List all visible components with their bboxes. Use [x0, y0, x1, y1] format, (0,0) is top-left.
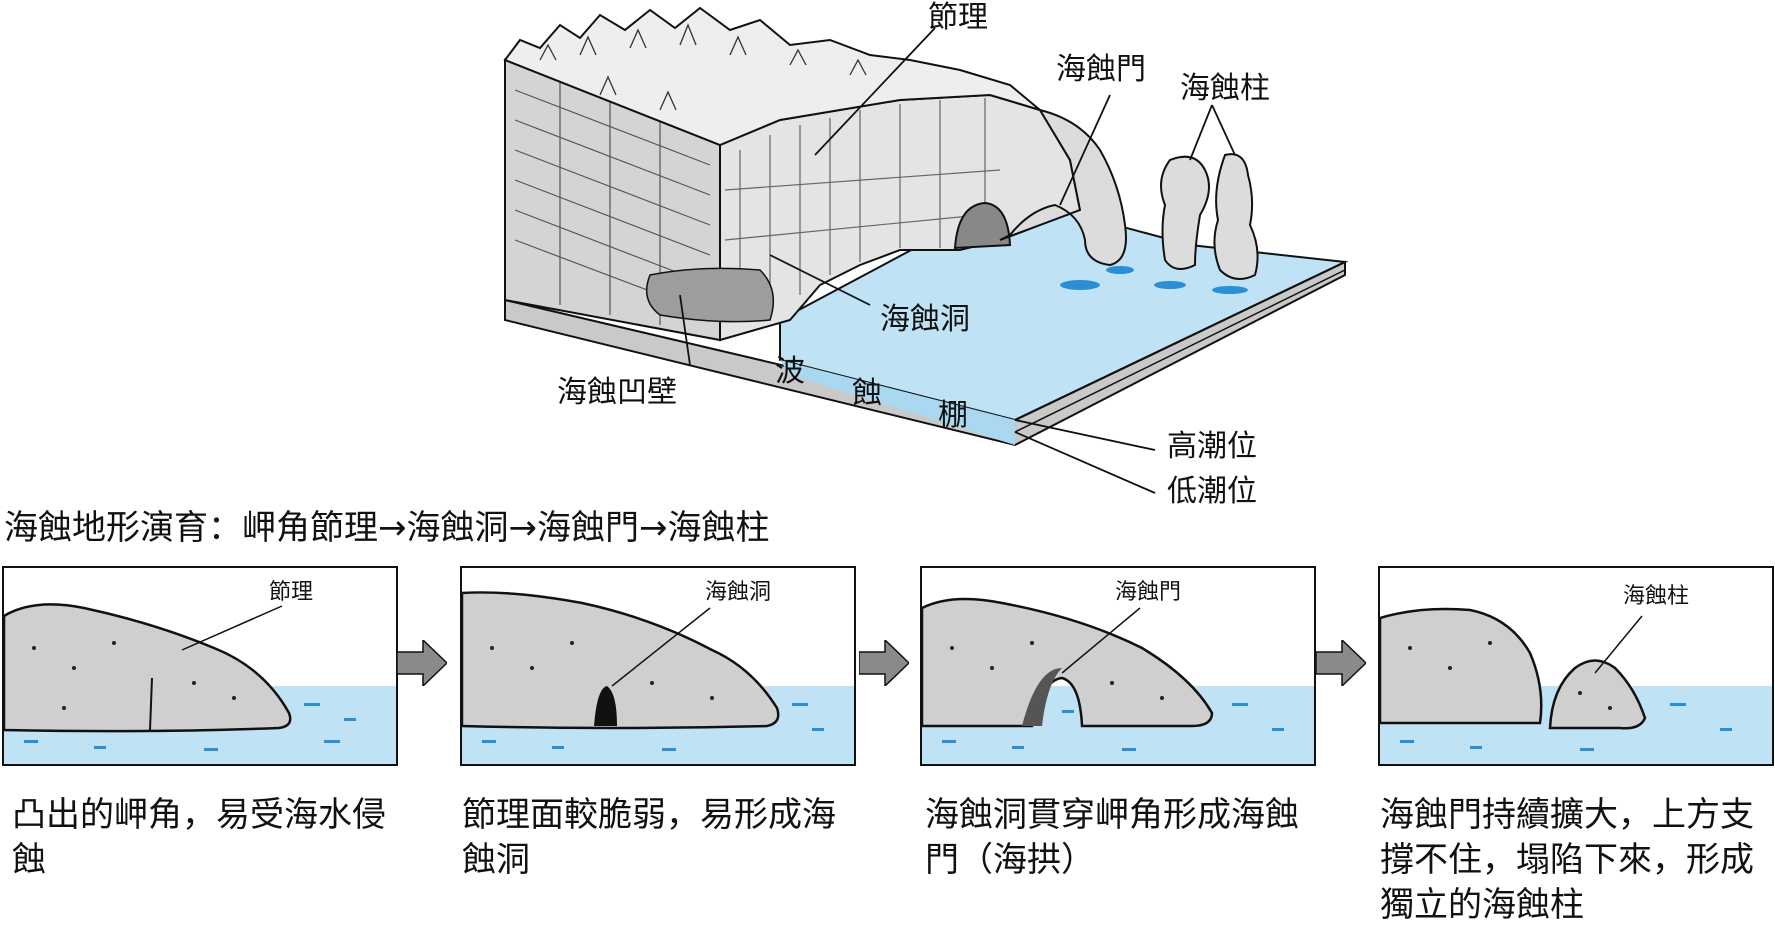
panel-sea-stack: 海蝕柱 — [1378, 566, 1774, 766]
label-platform-1: 波 — [775, 354, 805, 389]
label-joint: 節理 — [928, 0, 988, 35]
panel-sea-stack-label: 海蝕柱 — [1623, 584, 1690, 609]
label-notch: 海蝕凹壁 — [557, 375, 677, 410]
caption-2: 節理面較脆弱，易形成海蝕洞 — [462, 795, 836, 880]
panel-joint-label: 節理 — [269, 580, 314, 605]
panel-sea-cave: 海蝕洞 — [460, 566, 856, 766]
label-platform-2: 蝕 — [852, 376, 882, 411]
caption-3: 海蝕洞貫穿岬角形成海蝕門（海拱） — [925, 795, 1299, 880]
coastal-block-diagram: 節理 海蝕門 海蝕柱 海蝕洞 海蝕凹壁 波 蝕 棚 高潮位 低潮位 — [503, 0, 1349, 507]
arrow-1 — [397, 640, 447, 686]
caption-1: 凸出的岬角，易受海水侵蝕 — [12, 795, 386, 880]
label-sea-arch: 海蝕門 — [1056, 52, 1146, 87]
panel-joint: 節理 — [2, 566, 398, 766]
arrow-2 — [859, 640, 909, 686]
label-sea-stack: 海蝕柱 — [1180, 71, 1270, 106]
panel-sea-cave-label: 海蝕洞 — [705, 580, 772, 605]
panel-sea-arch-label: 海蝕門 — [1115, 580, 1182, 605]
label-high-tide: 高潮位 — [1167, 429, 1257, 464]
caption-4: 海蝕門持續擴大，上方支撐不住，塌陷下來，形成獨立的海蝕柱 — [1380, 795, 1754, 925]
arrow-3 — [1316, 640, 1366, 686]
panel-sea-arch: 海蝕門 — [920, 566, 1316, 766]
label-platform-3: 棚 — [938, 398, 968, 433]
label-sea-cave: 海蝕洞 — [880, 302, 970, 337]
label-low-tide: 低潮位 — [1167, 474, 1257, 509]
sequence-title: 海蝕地形演育：岬角節理→海蝕洞→海蝕門→海蝕柱 — [4, 508, 770, 548]
